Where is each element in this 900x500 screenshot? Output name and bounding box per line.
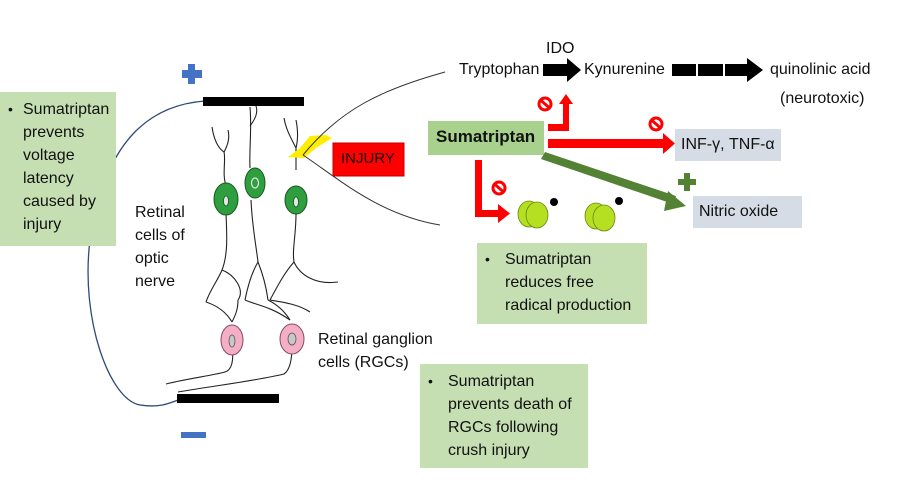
cytokines-box (675, 129, 781, 161)
negative-electrode-icon (181, 432, 206, 438)
note-free-radical-text: Sumatriptan reduces free radical product… (505, 251, 632, 314)
note-free-radical: • Sumatriptan reduces free radical produ… (477, 243, 647, 324)
kynurenine-pathway-arrows (543, 58, 763, 82)
positive-electrode-icon (182, 64, 202, 84)
injury-box (332, 142, 405, 177)
inhibit-icon-cytokines (648, 116, 664, 132)
rgc-cell-2 (279, 323, 305, 355)
promote-nitric-oxide-arrow (541, 152, 686, 211)
optic-nerve-cell-1 (213, 182, 239, 216)
bullet-icon: • (428, 373, 433, 389)
sumatriptan-label: Sumatriptan (436, 127, 536, 146)
inhibit-free-radical-arrow (475, 160, 510, 223)
optic-nerve-fibers (165, 105, 339, 393)
note-voltage-latency-text: Sumatriptan prevents voltage latency cau… (23, 101, 110, 233)
bottom-electrode-bar (177, 394, 279, 403)
inhibit-icon-ido (537, 96, 553, 112)
optic-nerve-cell-3 (284, 185, 308, 215)
kynurenine-label: Kynurenine (584, 61, 665, 78)
optic-nerve-cell-2 (244, 167, 266, 199)
inhibit-cytokines-arrow (548, 133, 675, 154)
note-voltage-latency: • Sumatriptan prevents voltage latency c… (0, 92, 116, 246)
tryptophan-label: Tryptophan (459, 61, 540, 78)
rgc-label: Retinal ganglion cells (RGCs) (318, 331, 433, 371)
note-rgc-death-text: Sumatriptan prevents death of RGCs follo… (448, 373, 572, 459)
note-rgc-death: • Sumatriptan prevents death of RGCs fol… (420, 364, 588, 468)
injury-callout-line-bottom (302, 154, 441, 226)
free-radical-molecule-2 (584, 197, 623, 232)
bullet-icon: • (485, 251, 490, 267)
neurotoxic-label: (neurotoxic) (780, 90, 865, 107)
sumatriptan-box (428, 121, 544, 155)
retinal-cells-label: Retinal cells of optic nerve (135, 204, 185, 290)
injury-callout-line-top (302, 71, 446, 156)
nitric-oxide-box (693, 196, 802, 228)
quinolinic-acid-label: quinolinic acid (770, 61, 871, 78)
promote-plus-icon (678, 173, 696, 191)
ido-label: IDO (546, 40, 575, 57)
rgc-cell-1 (220, 324, 244, 356)
nitric-oxide-label: Nitric oxide (699, 203, 779, 220)
inhibit-icon-free-radical (491, 180, 507, 196)
bullet-icon: • (8, 101, 13, 117)
injury-label: INJURY (341, 150, 395, 167)
top-electrode-bar (203, 97, 304, 106)
free-radical-molecule-1 (517, 198, 558, 229)
inhibit-ido-arrow (548, 94, 573, 131)
cytokines-label: INF-γ, TNF-α (681, 136, 775, 153)
electrode-wire (87, 100, 206, 407)
